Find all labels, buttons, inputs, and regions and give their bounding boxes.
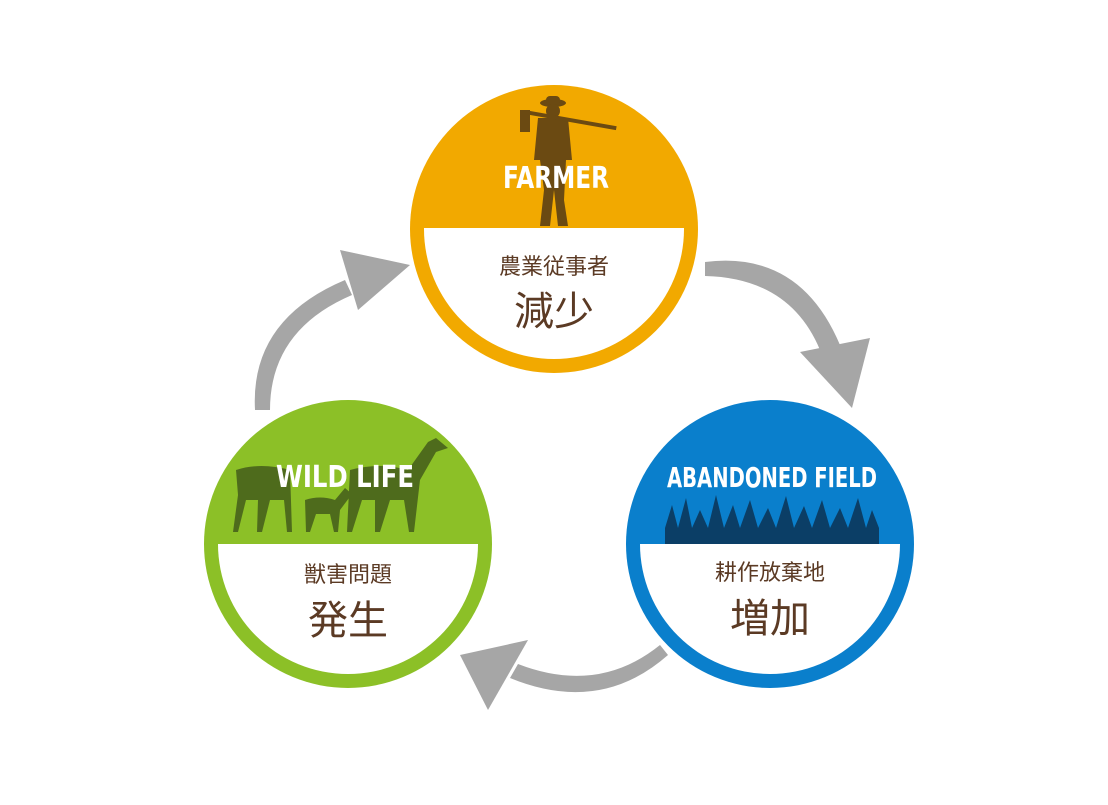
cycle-arrows <box>254 250 870 710</box>
arrow-field-to-wildlife <box>460 640 668 710</box>
arrow-wildlife-to-farmer <box>254 250 410 410</box>
farmer-title: FARMER <box>503 161 609 196</box>
farmer-silhouette-icon <box>520 96 617 226</box>
grass-silhouette-icon <box>665 495 879 544</box>
farmer-value: 減少 <box>514 289 594 335</box>
node-wildlife: WILD LIFE 獣害問題 発生 <box>204 400 492 688</box>
node-abandoned-field: ABANDONED FIELD 耕作放棄地 増加 <box>626 400 914 688</box>
wildlife-label: 獣害問題 <box>304 563 392 588</box>
deer-silhouette-icon <box>233 438 448 532</box>
arrow-farmer-to-field <box>705 260 870 408</box>
farmer-label: 農業従事者 <box>499 255 609 280</box>
field-title: ABANDONED FIELD <box>667 461 877 494</box>
field-label: 耕作放棄地 <box>715 561 825 586</box>
node-farmer: FARMER 農業従事者 減少 <box>410 85 698 373</box>
field-value: 増加 <box>730 596 810 642</box>
wildlife-value: 発生 <box>308 598 388 644</box>
wildlife-title: WILD LIFE <box>276 460 414 495</box>
